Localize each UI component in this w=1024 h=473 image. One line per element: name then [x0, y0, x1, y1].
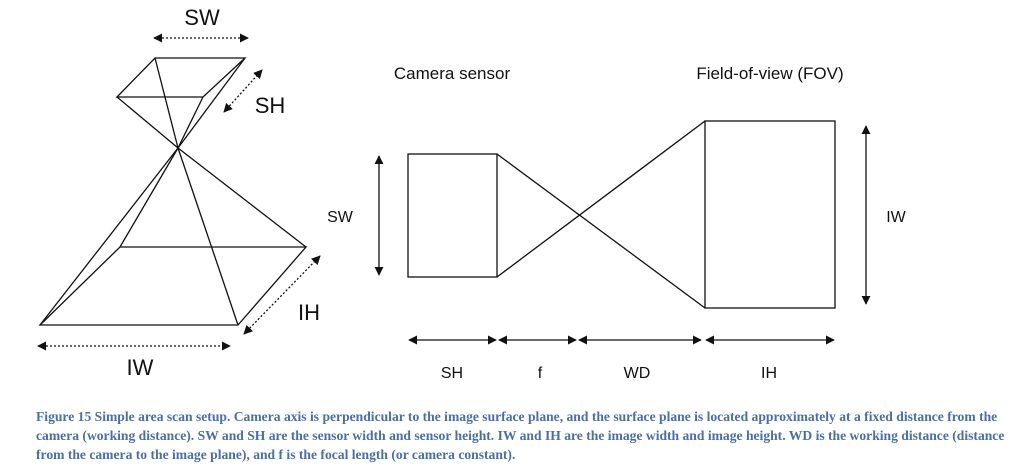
ray — [177, 147, 307, 248]
label-dim-wd: WD — [624, 365, 651, 382]
ray — [177, 57, 246, 149]
ray — [119, 147, 179, 248]
label-iw-bottom: IW — [127, 355, 154, 380]
label-iw-side: IW — [886, 209, 906, 226]
ray — [496, 120, 706, 278]
ray — [39, 147, 179, 326]
label-dim-f: f — [538, 365, 543, 382]
fov-box — [704, 120, 836, 309]
image-plane — [38, 246, 308, 326]
ray — [116, 96, 179, 149]
label-sw-top: SW — [184, 5, 220, 30]
label-camera-sensor: Camera sensor — [394, 64, 511, 83]
sensor-plane — [115, 57, 247, 98]
label-ih-bottom: IH — [298, 300, 320, 325]
ray — [496, 153, 706, 309]
label-dim-ih: IH — [761, 365, 777, 382]
perspective-sketch — [38, 57, 308, 326]
label-dim-sh: SH — [441, 365, 463, 382]
area-scan-diagram: SW SH IH IW Camera sensor Field-of-view … — [37, 5, 907, 382]
camera-sensor-box — [407, 153, 498, 278]
ray — [177, 96, 204, 149]
side-view — [374, 120, 871, 345]
label-fov: Field-of-view (FOV) — [696, 64, 843, 83]
ray — [154, 57, 179, 149]
label-sh-top: SH — [255, 93, 286, 118]
figure-caption: Figure 15 Simple area scan setup. Camera… — [36, 409, 1005, 462]
sh-top-arrow — [223, 69, 263, 113]
ray — [177, 147, 239, 326]
label-sw-side: SW — [327, 209, 354, 226]
